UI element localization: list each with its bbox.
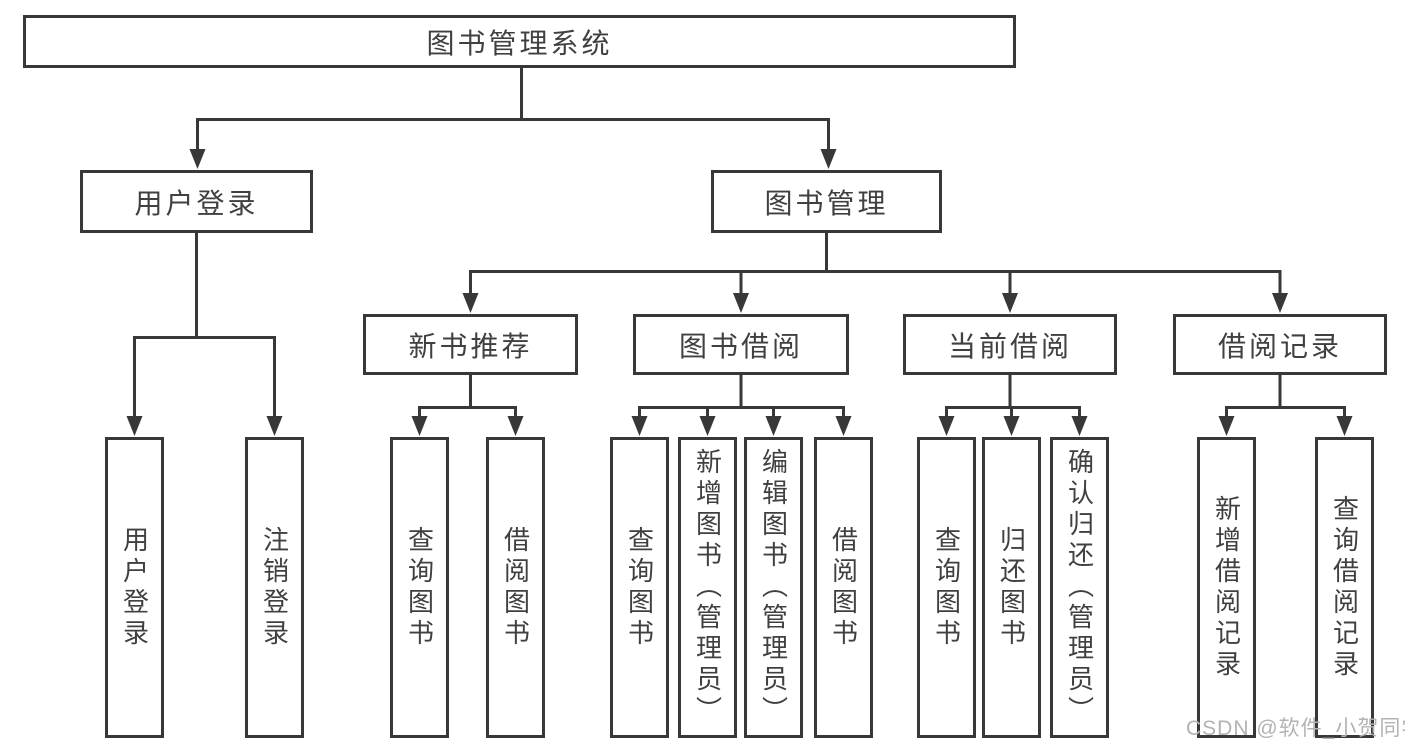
arrowheads-current-borrowing	[938, 416, 1088, 436]
connector-current-borrowing	[945, 375, 1081, 420]
arrow-down-icon	[1218, 416, 1235, 436]
node-label: 借阅图书	[500, 525, 531, 650]
arrowheads-borrowing-records	[1218, 416, 1353, 436]
connector-line	[945, 375, 1081, 420]
connector-borrowing-records	[1225, 375, 1346, 420]
arrowheads-root-to-level2	[189, 149, 837, 169]
node-leaf-search-books-current: 查询图书	[917, 437, 976, 738]
node-book-management: 图书管理	[711, 170, 942, 233]
node-leaf-logout: 注销登录	[245, 437, 304, 738]
arrow-down-icon	[1272, 293, 1288, 313]
node-user-login: 用户登录	[80, 170, 313, 233]
node-leaf-edit-books-admin: 编辑图书（管理员）	[744, 437, 803, 738]
node-leaf-borrow-books-recommend: 借阅图书	[486, 437, 545, 738]
arrow-down-icon	[266, 416, 283, 436]
arrow-down-icon	[462, 293, 479, 313]
connector-line	[133, 233, 276, 418]
arrow-down-icon	[631, 416, 648, 436]
arrow-down-icon	[835, 416, 852, 436]
node-label: 查询图书	[624, 525, 655, 650]
node-label: 新增图书（管理员）	[692, 448, 723, 727]
connector-line	[469, 233, 1282, 295]
node-label: 图书管理	[764, 187, 889, 219]
node-label: 查询图书	[931, 525, 962, 650]
connector-line	[418, 375, 517, 420]
node-leaf-return-books: 归还图书	[982, 437, 1041, 738]
arrowheads-user-login	[126, 416, 283, 436]
node-label: 注销登录	[259, 525, 290, 650]
node-label: 当前借阅	[947, 330, 1072, 362]
node-label: 编辑图书（管理员）	[758, 448, 789, 727]
node-leaf-borrow-books-borrowing: 借阅图书	[814, 437, 873, 738]
node-new-book-recommendation: 新书推荐	[363, 314, 578, 375]
node-label: 查询借阅记录	[1329, 494, 1360, 681]
arrow-down-icon	[1003, 416, 1020, 436]
node-borrowing-records: 借阅记录	[1173, 314, 1387, 375]
node-library-management-system: 图书管理系统	[23, 15, 1016, 68]
connector-user-login-to-leaves	[133, 233, 276, 418]
csdn-watermark: CSDN @软件_小贺同学	[1186, 717, 1405, 740]
node-leaf-search-books-recommend: 查询图书	[390, 437, 449, 738]
arrow-down-icon	[699, 416, 716, 436]
node-leaf-confirm-return-admin: 确认归还（管理员）	[1050, 437, 1109, 738]
connector-line	[638, 375, 845, 420]
arrow-down-icon	[1336, 416, 1353, 436]
arrow-down-icon	[1002, 293, 1018, 313]
node-label: 借阅记录	[1217, 330, 1342, 362]
node-book-borrowing: 图书借阅	[633, 314, 849, 375]
node-label: 借阅图书	[828, 525, 859, 650]
arrow-down-icon	[189, 149, 206, 169]
node-label: 归还图书	[996, 525, 1027, 650]
arrow-down-icon	[733, 293, 749, 313]
node-label: 确认归还（管理员）	[1064, 448, 1095, 727]
node-leaf-search-books-borrowing: 查询图书	[610, 437, 669, 738]
node-label: 图书管理系统	[426, 27, 613, 59]
arrow-down-icon	[507, 416, 524, 436]
node-label: 新增借阅记录	[1211, 494, 1242, 681]
connector-line	[196, 68, 830, 151]
node-leaf-add-borrow-record: 新增借阅记录	[1197, 437, 1256, 738]
arrow-down-icon	[820, 149, 837, 169]
connector-root-to-level2	[196, 68, 830, 151]
connector-new-book-recommendation	[418, 375, 517, 420]
node-label: 图书借阅	[678, 330, 803, 362]
node-leaf-user-login: 用户登录	[105, 437, 164, 738]
connector-line	[1225, 375, 1346, 420]
node-leaf-add-books-admin: 新增图书（管理员）	[678, 437, 737, 738]
arrowheads-book-management	[462, 293, 1288, 313]
node-label: 新书推荐	[408, 330, 533, 362]
node-current-borrowing: 当前借阅	[903, 314, 1117, 375]
node-leaf-search-borrow-record: 查询借阅记录	[1315, 437, 1374, 738]
arrow-down-icon	[411, 416, 428, 436]
node-label: 查询图书	[404, 525, 435, 650]
arrow-down-icon	[126, 416, 143, 436]
arrowheads-new-book-recommendation	[411, 416, 524, 436]
connector-book-borrowing	[638, 375, 845, 420]
node-label: 用户登录	[134, 187, 259, 219]
arrow-down-icon	[1071, 416, 1088, 436]
node-label: 用户登录	[119, 525, 150, 650]
arrow-down-icon	[765, 416, 782, 436]
arrowheads-book-borrowing	[631, 416, 852, 436]
connector-book-management-to-level3	[469, 233, 1282, 295]
arrow-down-icon	[938, 416, 955, 436]
